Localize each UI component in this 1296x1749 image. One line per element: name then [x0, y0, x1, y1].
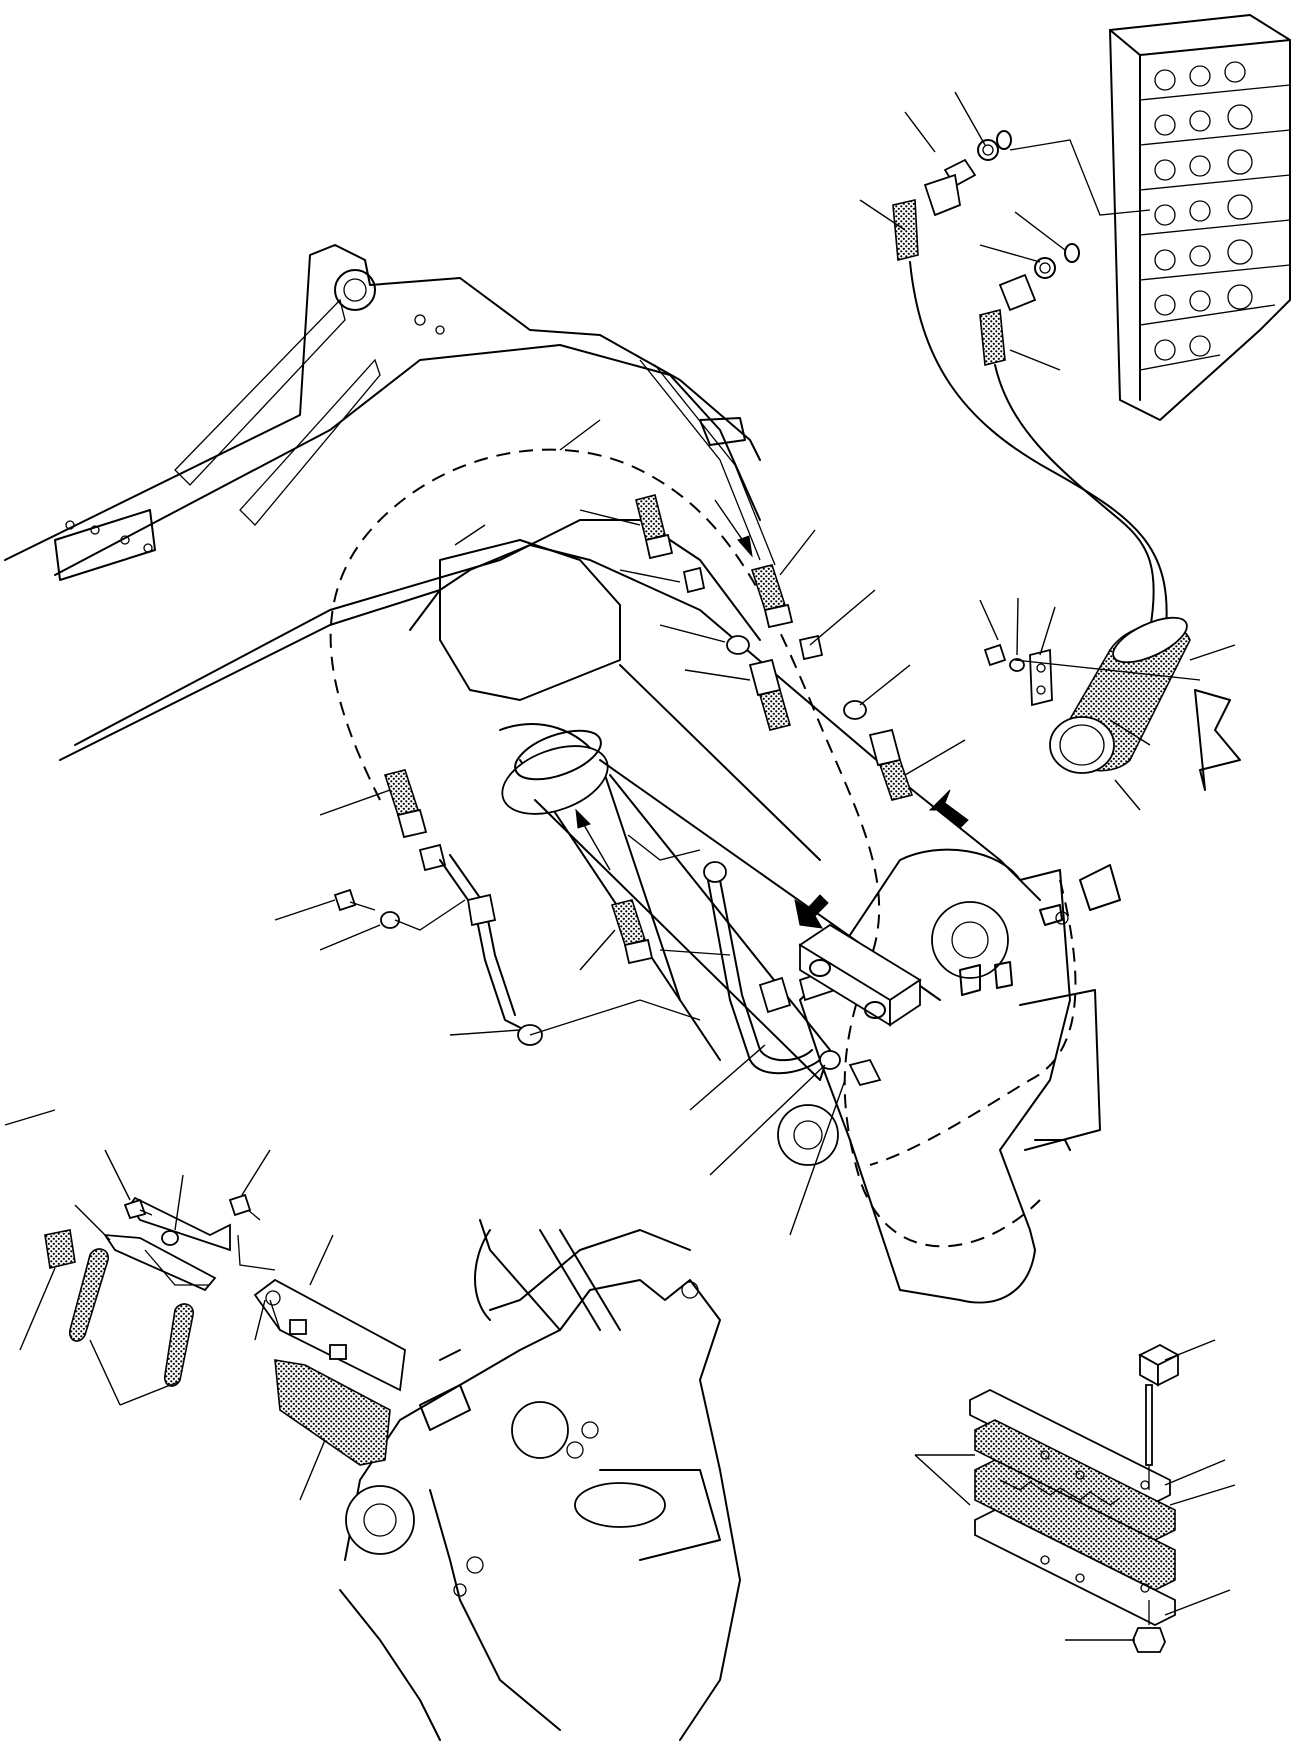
- callout-leader-line: [1014, 211, 1066, 251]
- control-valve-block: [1109, 14, 1291, 421]
- callout-leader-line: [1016, 597, 1019, 656]
- boom: [4, 244, 1121, 1304]
- callout-leader-line: [709, 1064, 826, 1176]
- callout-leader-line: [299, 1439, 326, 1501]
- callout-leader-line: [1109, 719, 1151, 746]
- callout-leader-line: [789, 1079, 846, 1236]
- left-pipe-assembly: [333, 769, 543, 1046]
- callout-leader-line: [954, 91, 986, 146]
- callout-leader-line: [619, 569, 681, 583]
- callout-leader-line: [1189, 644, 1236, 661]
- callout-leader-line: [1164, 1339, 1216, 1361]
- hose-protector-sleeve: [1049, 616, 1191, 774]
- callout-leader-line: [449, 1029, 521, 1036]
- hose-upper: [909, 261, 1168, 641]
- upper-elbow-fitting: [892, 130, 1012, 262]
- callout-leader-line: [979, 599, 999, 641]
- fitting-stack-right: [750, 564, 914, 801]
- callout-leader-line: [1039, 606, 1056, 656]
- callout-leader-line: [454, 524, 486, 546]
- callout-leader-line: [254, 1299, 266, 1341]
- hose-lower: [994, 364, 1155, 631]
- callout-leader-line: [1164, 1459, 1226, 1486]
- callout-leader-line: [119, 1381, 179, 1406]
- callout-leader-line: [779, 529, 816, 576]
- callout-leader-line: [579, 509, 641, 526]
- fitting-stack-left: [635, 494, 791, 731]
- callout-leader-line: [1114, 779, 1141, 811]
- callout-leader-line: [1164, 1589, 1231, 1616]
- lower-elbow-fitting: [979, 243, 1080, 367]
- callout-leader-line: [274, 899, 336, 921]
- callout-leader-line: [659, 624, 726, 643]
- callout-leader-line: [859, 199, 906, 231]
- callout-leader-line: [309, 1234, 334, 1286]
- lower-boom-detail: [339, 1219, 741, 1741]
- hose-route-dashed-2: [869, 879, 1077, 1166]
- connection-lines: [394, 139, 1201, 1036]
- callout-leader-line: [979, 244, 1041, 263]
- callout-leader-line: [684, 669, 751, 681]
- callout-leader-line: [904, 111, 936, 153]
- callout-leader-line: [174, 1174, 184, 1231]
- callout-leader-line: [689, 1044, 766, 1111]
- center-pipe-assembly: [610, 861, 882, 1087]
- callout-leader-line: [241, 1149, 271, 1196]
- pipe-lines-top: [639, 359, 776, 566]
- lower-clamp-parts: [44, 1193, 406, 1466]
- callout-leaders: [4, 91, 1236, 1641]
- callout-leader-line: [1169, 1484, 1236, 1506]
- callout-leader-line: [914, 1454, 971, 1506]
- callout-leader-line: [74, 1204, 111, 1241]
- callout-leader-line: [1009, 349, 1061, 371]
- callout-leader-line: [579, 929, 616, 971]
- callout-leader-line: [104, 1149, 131, 1201]
- clamp-block: [798, 923, 922, 1027]
- callout-leader-line: [319, 789, 391, 816]
- callout-leader-line: [319, 924, 381, 951]
- callout-leader-line: [904, 739, 966, 776]
- callout-leader-line: [4, 1109, 56, 1126]
- callout-leader-line: [89, 1339, 121, 1406]
- direction-arrows: [575, 499, 969, 929]
- callout-leader-line: [19, 1267, 56, 1351]
- callout-leader-line: [859, 664, 911, 706]
- callout-leader-line: [559, 419, 601, 451]
- callout-leader-line: [809, 589, 876, 646]
- clamp-kit-detail: [969, 1343, 1180, 1653]
